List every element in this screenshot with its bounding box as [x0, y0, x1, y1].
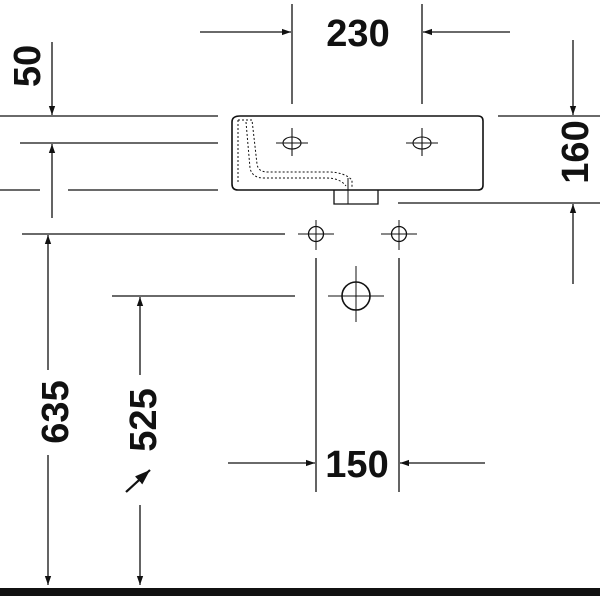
dim-label-160: 160	[555, 120, 597, 183]
tap-hole-left	[276, 128, 308, 156]
washbasin	[231, 115, 484, 205]
pointer-arrow-525	[125, 469, 151, 493]
basin-drain-neck	[333, 190, 379, 205]
floor-line	[0, 588, 600, 596]
dim-label-635: 635	[35, 380, 77, 443]
water-inlet-left	[298, 220, 334, 250]
dim-label-50: 50	[7, 45, 49, 87]
tap-hole-right	[406, 128, 438, 156]
dim-label-230: 230	[326, 13, 389, 55]
dim-label-525: 525	[123, 388, 165, 451]
water-inlet-right	[381, 220, 417, 250]
waste-outlet	[328, 266, 384, 322]
dim-label-150: 150	[325, 444, 388, 486]
basin-outline	[231, 115, 484, 191]
basin-overflow-channel	[237, 119, 353, 188]
